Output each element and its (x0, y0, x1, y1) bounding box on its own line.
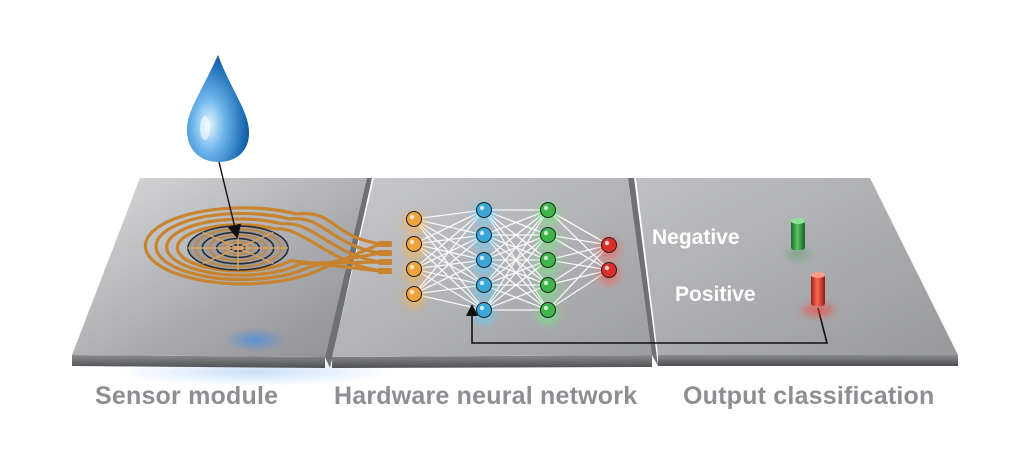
caption-output-classification: Output classification (683, 382, 935, 410)
neuron-highlight (479, 305, 485, 311)
network-connection (413, 209, 485, 220)
neuron-highlight (543, 205, 549, 211)
feedback-loop (466, 304, 829, 344)
droplet-icon (186, 55, 250, 239)
neuron (406, 286, 422, 302)
neuron (406, 211, 422, 227)
neuron-highlight (479, 280, 485, 286)
network-connection (483, 234, 549, 311)
neuron-highlight (479, 205, 485, 211)
label-positive: Positive (675, 283, 756, 306)
neuron (540, 277, 556, 293)
neuron-highlight (409, 239, 415, 245)
neuron (476, 202, 492, 218)
neuron (406, 261, 422, 277)
network-connections (413, 209, 610, 311)
neuron-highlight (543, 230, 549, 236)
network-connection (413, 284, 485, 295)
neuron (476, 277, 492, 293)
network-neurons (403, 202, 620, 325)
network-connection (547, 244, 610, 311)
feedback-arrow-icon (466, 304, 478, 316)
neuron (476, 302, 492, 318)
indicator-red-icon (802, 272, 834, 316)
droplet-reflection (225, 328, 285, 352)
neuron-highlight (543, 305, 549, 311)
neuron (406, 236, 422, 252)
neuron-highlight (479, 255, 485, 261)
network-connection (413, 259, 485, 295)
network-connection (483, 209, 549, 311)
neuron-highlight (543, 255, 549, 261)
neuron-highlight (604, 265, 610, 271)
neuron (540, 302, 556, 318)
neuron-highlight (604, 240, 610, 246)
neuron (540, 252, 556, 268)
network-connection (483, 209, 549, 261)
neuron-highlight (409, 264, 415, 270)
network-connection (413, 234, 485, 295)
network-connection (483, 209, 549, 286)
neuron (601, 262, 617, 278)
neuron (476, 227, 492, 243)
neuron (476, 252, 492, 268)
network-connection (483, 259, 549, 311)
caption-sensor-module: Sensor module (95, 382, 279, 410)
neuron-highlight (543, 280, 549, 286)
neuron (540, 227, 556, 243)
neuron (601, 237, 617, 253)
label-negative: Negative (652, 226, 740, 249)
network-connection (413, 209, 485, 270)
neuron-highlight (409, 214, 415, 220)
network-connection (413, 209, 485, 295)
network-connection (413, 209, 485, 245)
neuron-highlight (409, 289, 415, 295)
indicator-green-icon (786, 218, 810, 259)
neuron-highlight (479, 230, 485, 236)
caption-hardware-neural-network: Hardware neural network (334, 382, 638, 410)
neuron (540, 202, 556, 218)
output-panel (636, 178, 958, 366)
